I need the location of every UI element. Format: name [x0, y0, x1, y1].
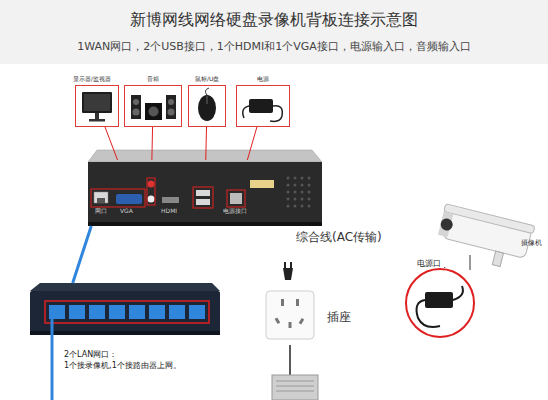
diagram-title: 新博网线网络硬盘录像机背板连接示意图	[0, 10, 548, 31]
wall-socket	[266, 291, 314, 339]
node-text: 插座	[327, 310, 351, 324]
monitor-icon	[82, 92, 112, 122]
supply-cable	[289, 345, 291, 375]
camera-box: 摄像机	[425, 205, 545, 267]
speaker-box: 音箱	[124, 85, 182, 127]
plug-icon	[283, 262, 293, 280]
cable-label: 综合线(AC传输)	[296, 229, 382, 246]
mouse-icon	[198, 88, 216, 121]
diagram-subtitle: 1WAN网口，2个USB接口，1个HDMI和1个VGA接口，电源输入口，音频输入…	[0, 39, 548, 54]
node-text: 2个LAN网口：	[64, 350, 117, 360]
node-text: 鼠标/U盘	[195, 75, 219, 82]
nvr-box: 网口 VGA HDMI 电源接口	[88, 160, 322, 226]
node-text: 电源	[257, 75, 269, 82]
nvr-chassis	[88, 150, 322, 226]
node-text: 1个接录像机,1个接路由器上网。	[64, 361, 181, 371]
mouse-box: 鼠标/U盘	[188, 85, 226, 127]
node-text: 摄像机	[521, 239, 542, 247]
monitor-box: 显示器/监视器	[75, 85, 119, 127]
connector-line	[247, 127, 257, 160]
connector-line	[105, 127, 118, 160]
power-supply	[272, 375, 318, 400]
adapter-box: 电源	[236, 85, 290, 127]
connector-line	[73, 226, 92, 283]
node-text: VGA	[120, 207, 133, 214]
node-text: 音箱	[147, 75, 159, 82]
node-text: 电源接口	[223, 207, 247, 214]
adapter-icon	[243, 99, 283, 121]
header-band	[0, 0, 548, 64]
connector-line	[444, 267, 445, 268]
camera-illustration	[434, 204, 535, 273]
switch-box: 2个LAN网口：1个接录像机,1个接路由器上网。	[30, 283, 220, 335]
node-text: 显示器/监视器	[73, 75, 111, 82]
node-text: 网口	[95, 207, 107, 214]
socket-box: 插座	[265, 290, 315, 340]
power-port-circle: 电源口	[405, 268, 475, 338]
connector-line	[151, 127, 153, 160]
node-text: HDMI	[161, 207, 177, 214]
camera-adapter	[417, 286, 463, 327]
network-switch	[30, 283, 220, 400]
camera-cable	[470, 255, 471, 270]
node-text: 电源口	[417, 259, 441, 269]
speaker-icon	[131, 95, 176, 120]
connector-line	[205, 127, 207, 160]
